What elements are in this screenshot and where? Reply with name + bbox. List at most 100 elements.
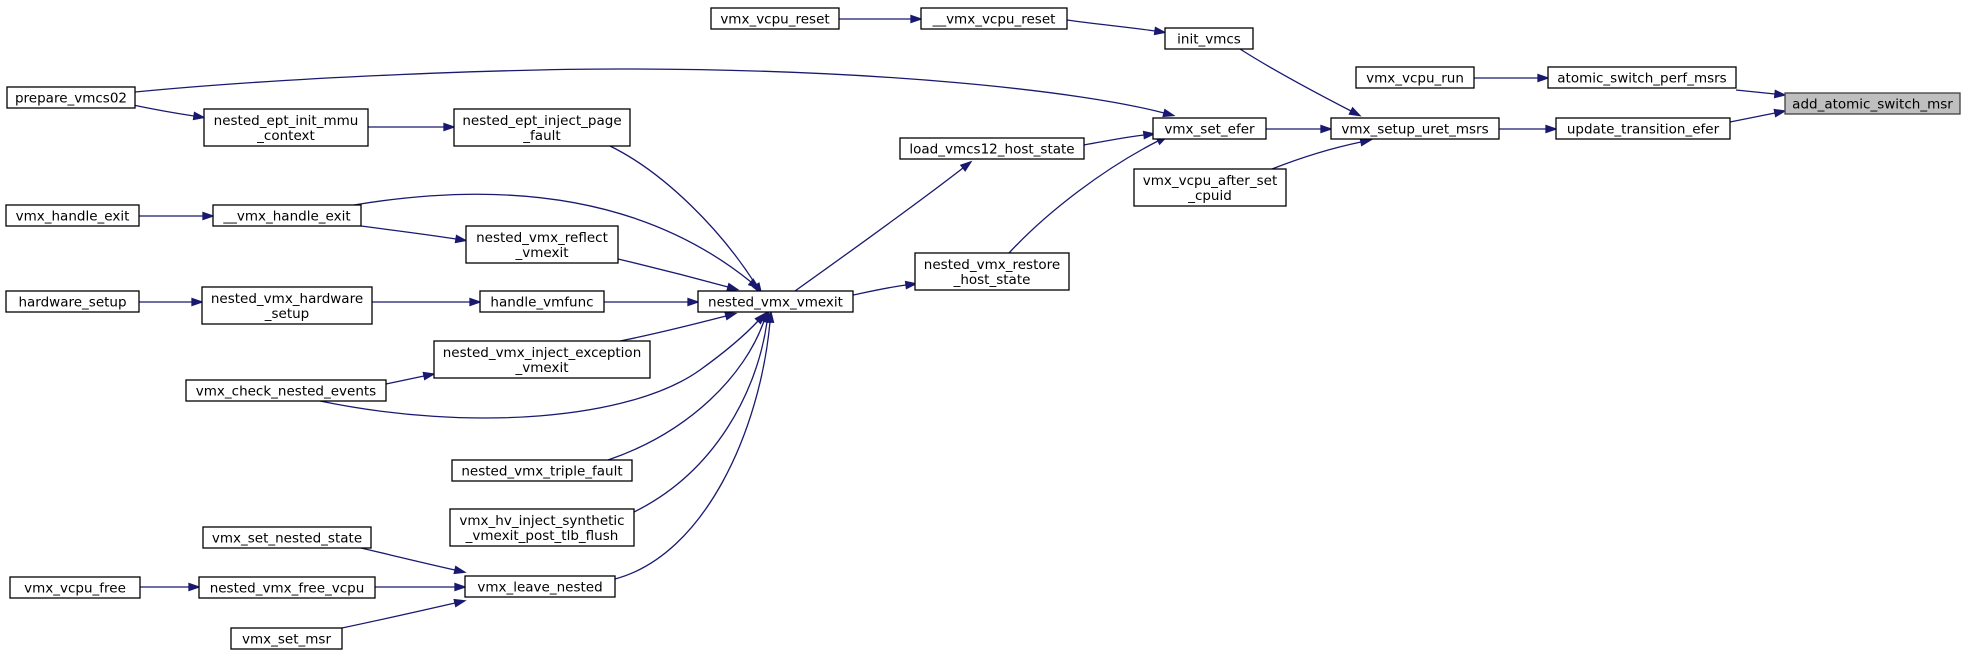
arrowhead-icon xyxy=(687,297,700,307)
arrowhead-icon xyxy=(747,278,761,290)
node-box xyxy=(203,108,369,147)
arrowhead-icon xyxy=(1537,73,1550,83)
node-nested-vmx-free-vcpu[interactable]: nested_vmx_free_vcpu xyxy=(198,576,376,599)
node-box xyxy=(465,225,619,264)
edge-nested-ept-inject-page-fault-to-nested-vmx-vmexit xyxy=(609,145,763,296)
node-label: vmx_hv_inject_synthetic xyxy=(459,513,624,529)
edge-nested-vmx-inject-exception-vmexit-to-nested-vmx-vmexit xyxy=(619,311,738,342)
node-vmx-handle-exit[interactable]: vmx_handle_exit xyxy=(5,204,140,227)
node-label: nested_vmx_vmexit xyxy=(708,295,843,311)
node-box xyxy=(1555,117,1731,140)
node-box xyxy=(9,576,141,599)
node-vmx-setup-uret-msrs[interactable]: vmx_setup_uret_msrs xyxy=(1330,117,1500,140)
edge-vmx-handle-exit-to-nested-vmx-vmexit xyxy=(353,193,761,290)
node-vmx-handle-exit[interactable]: __vmx_handle_exit xyxy=(212,204,362,227)
node-vmx-vcpu-free[interactable]: vmx_vcpu_free xyxy=(9,576,141,599)
node-label: _host_state xyxy=(953,272,1031,288)
edge-load-vmcs12-host-state-to-vmx-set-efer xyxy=(1083,130,1156,146)
node-nested-vmx-inject-exception-vmexit[interactable]: nested_vmx_inject_exception_vmexit xyxy=(433,340,651,379)
node-prepare-vmcs02[interactable]: prepare_vmcs02 xyxy=(6,86,136,109)
arrowhead-icon xyxy=(724,311,738,321)
node-load-vmcs12-host-state[interactable]: load_vmcs12_host_state xyxy=(899,137,1085,160)
node-box xyxy=(202,526,372,549)
node-init-vmcs[interactable]: init_vmcs xyxy=(1164,27,1254,50)
edge-nested-vmx-hardware-setup-to-handle-vmfunc xyxy=(372,297,482,307)
edge-vmx-set-nested-state-to-vmx-leave-nested xyxy=(360,547,467,575)
node-atomic-switch-perf-msrs[interactable]: atomic_switch_perf_msrs xyxy=(1547,66,1737,89)
arrowhead-icon xyxy=(726,282,740,292)
node-label: vmx_vcpu_reset xyxy=(720,12,829,28)
node-box xyxy=(697,290,854,313)
node-update-transition-efer[interactable]: update_transition_efer xyxy=(1555,117,1731,140)
node-label: vmx_set_nested_state xyxy=(212,531,362,547)
node-nested-vmx-hardware-setup[interactable]: nested_vmx_hardware_setup xyxy=(201,286,373,325)
node-box xyxy=(1164,27,1254,50)
edge-line xyxy=(607,320,765,461)
arrowhead-icon xyxy=(1320,124,1333,134)
edge-prepare-vmcs02-to-vmx-set-efer xyxy=(134,68,1176,118)
node-label: nested_ept_inject_page xyxy=(462,113,621,129)
edge-vmx-vcpu-free-to-nested-vmx-free-vcpu xyxy=(140,582,201,592)
edge-line xyxy=(319,320,759,419)
edge-nested-vmx-vmexit-to-load-vmcs12-host-state xyxy=(794,160,973,292)
node-box xyxy=(212,204,362,227)
edge-vmx-leave-nested-to-nested-vmx-vmexit xyxy=(614,310,775,580)
node-box xyxy=(899,137,1085,160)
node-box xyxy=(920,7,1068,30)
node-label: nested_ept_init_mmu xyxy=(214,113,359,129)
node-handle-vmfunc[interactable]: handle_vmfunc xyxy=(479,290,605,313)
node-label: _vmexit_post_tlb_flush xyxy=(465,528,619,544)
edge-line xyxy=(1271,141,1362,170)
node-vmx-hv-inject-synthetic-vmexit-post-tlb-flush[interactable]: vmx_hv_inject_synthetic_vmexit_post_tlb_… xyxy=(449,508,635,547)
node-vmx-set-nested-state[interactable]: vmx_set_nested_state xyxy=(202,526,372,549)
arrowhead-icon xyxy=(454,582,467,592)
node-nested-vmx-reflect-vmexit[interactable]: nested_vmx_reflect_vmexit xyxy=(465,225,619,264)
edge-line xyxy=(385,375,425,385)
node-box xyxy=(451,459,633,482)
arrowhead-icon xyxy=(765,310,775,324)
node-nested-vmx-triple-fault[interactable]: nested_vmx_triple_fault xyxy=(451,459,633,482)
node-label: prepare_vmcs02 xyxy=(15,91,127,107)
node-label: update_transition_efer xyxy=(1567,122,1720,138)
edge-vmx-hv-inject-synthetic-vmexit-post-tlb-flush-to-nested-vmx-vmexit xyxy=(633,310,772,513)
node-nested-vmx-vmexit[interactable]: nested_vmx_vmexit xyxy=(697,290,854,313)
edge-hardware-setup-to-nested-vmx-hardware-setup xyxy=(139,297,204,307)
edge-vmx-setup-uret-msrs-to-update-transition-efer xyxy=(1499,124,1558,134)
arrowhead-icon xyxy=(1773,89,1787,99)
edge-line xyxy=(1083,134,1145,146)
edge-vmx-vcpu-reset-to-vmx-vcpu-reset xyxy=(839,14,923,24)
node-label: _fault xyxy=(522,128,560,144)
node-nested-vmx-restore-host-state[interactable]: nested_vmx_restore_host_state xyxy=(914,252,1070,291)
node-label: vmx_set_efer xyxy=(1164,122,1255,138)
node-hardware-setup[interactable]: hardware_setup xyxy=(5,290,140,313)
node-nested-ept-inject-page-fault[interactable]: nested_ept_inject_page_fault xyxy=(453,108,631,147)
node-vmx-set-efer[interactable]: vmx_set_efer xyxy=(1152,117,1267,140)
node-label: nested_vmx_inject_exception xyxy=(443,345,642,361)
node-vmx-vcpu-reset[interactable]: vmx_vcpu_reset xyxy=(710,7,840,30)
node-vmx-leave-nested[interactable]: vmx_leave_nested xyxy=(464,575,616,598)
arrowhead-icon xyxy=(469,297,482,307)
node-vmx-set-msr[interactable]: vmx_set_msr xyxy=(230,627,343,650)
node-box xyxy=(433,340,651,379)
arrowhead-icon xyxy=(192,111,206,121)
node-nested-ept-init-mmu-context[interactable]: nested_ept_init_mmu_context xyxy=(203,108,369,147)
node-box xyxy=(1330,117,1500,140)
node-vmx-vcpu-run[interactable]: vmx_vcpu_run xyxy=(1355,66,1475,89)
edge-line xyxy=(619,315,727,342)
node-box xyxy=(1152,117,1267,140)
node-vmx-check-nested-events[interactable]: vmx_check_nested_events xyxy=(185,379,387,402)
node-box xyxy=(1133,168,1287,207)
node-box xyxy=(5,290,140,313)
node-label: vmx_set_msr xyxy=(242,632,331,648)
edge-line xyxy=(614,321,771,580)
node-vmx-vcpu-reset[interactable]: __vmx_vcpu_reset xyxy=(920,7,1068,30)
edge-line xyxy=(617,258,729,288)
node-box xyxy=(1784,92,1961,115)
node-box xyxy=(230,627,343,650)
edge-nested-vmx-reflect-vmexit-to-nested-vmx-vmexit xyxy=(617,258,740,292)
node-label: _vmexit xyxy=(515,245,569,261)
arrowhead-icon xyxy=(1153,26,1167,36)
node-vmx-vcpu-after-set-cpuid[interactable]: vmx_vcpu_after_set_cpuid xyxy=(1133,168,1287,207)
arrowhead-icon xyxy=(453,565,467,575)
node-box xyxy=(449,508,635,547)
